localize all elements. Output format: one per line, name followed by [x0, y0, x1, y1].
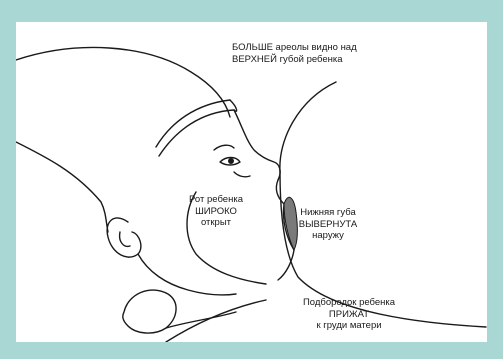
- mother-body-line: [166, 300, 266, 342]
- cap-brim-inner: [159, 110, 234, 156]
- caption-lower-lip: Нижняя губа ВЫВЕРНУТА наружу: [288, 207, 368, 242]
- baby-head-back: [16, 142, 108, 232]
- baby-eyebrow: [214, 145, 234, 150]
- cap-brim: [156, 100, 230, 147]
- baby-ear: [107, 218, 141, 257]
- baby-head-outline: [16, 48, 230, 118]
- breast-outline: [280, 82, 486, 327]
- baby-face-profile: [234, 110, 280, 180]
- caption-areola: БОЛЬШЕ ареолы видно над ВЕРХНЕЙ губой ре…: [232, 42, 402, 65]
- caption-chin: Подбородок ребенка ПРИЖАТ к груди матери: [294, 297, 404, 332]
- illustration-panel: БОЛЬШЕ ареолы видно над ВЕРХНЕЙ губой ре…: [16, 22, 487, 342]
- mother-thumb: [123, 290, 176, 333]
- caption-mouth: Рот ребенка ШИРОКО открыт: [176, 194, 256, 229]
- breastfeeding-latch-illustration: [16, 22, 487, 342]
